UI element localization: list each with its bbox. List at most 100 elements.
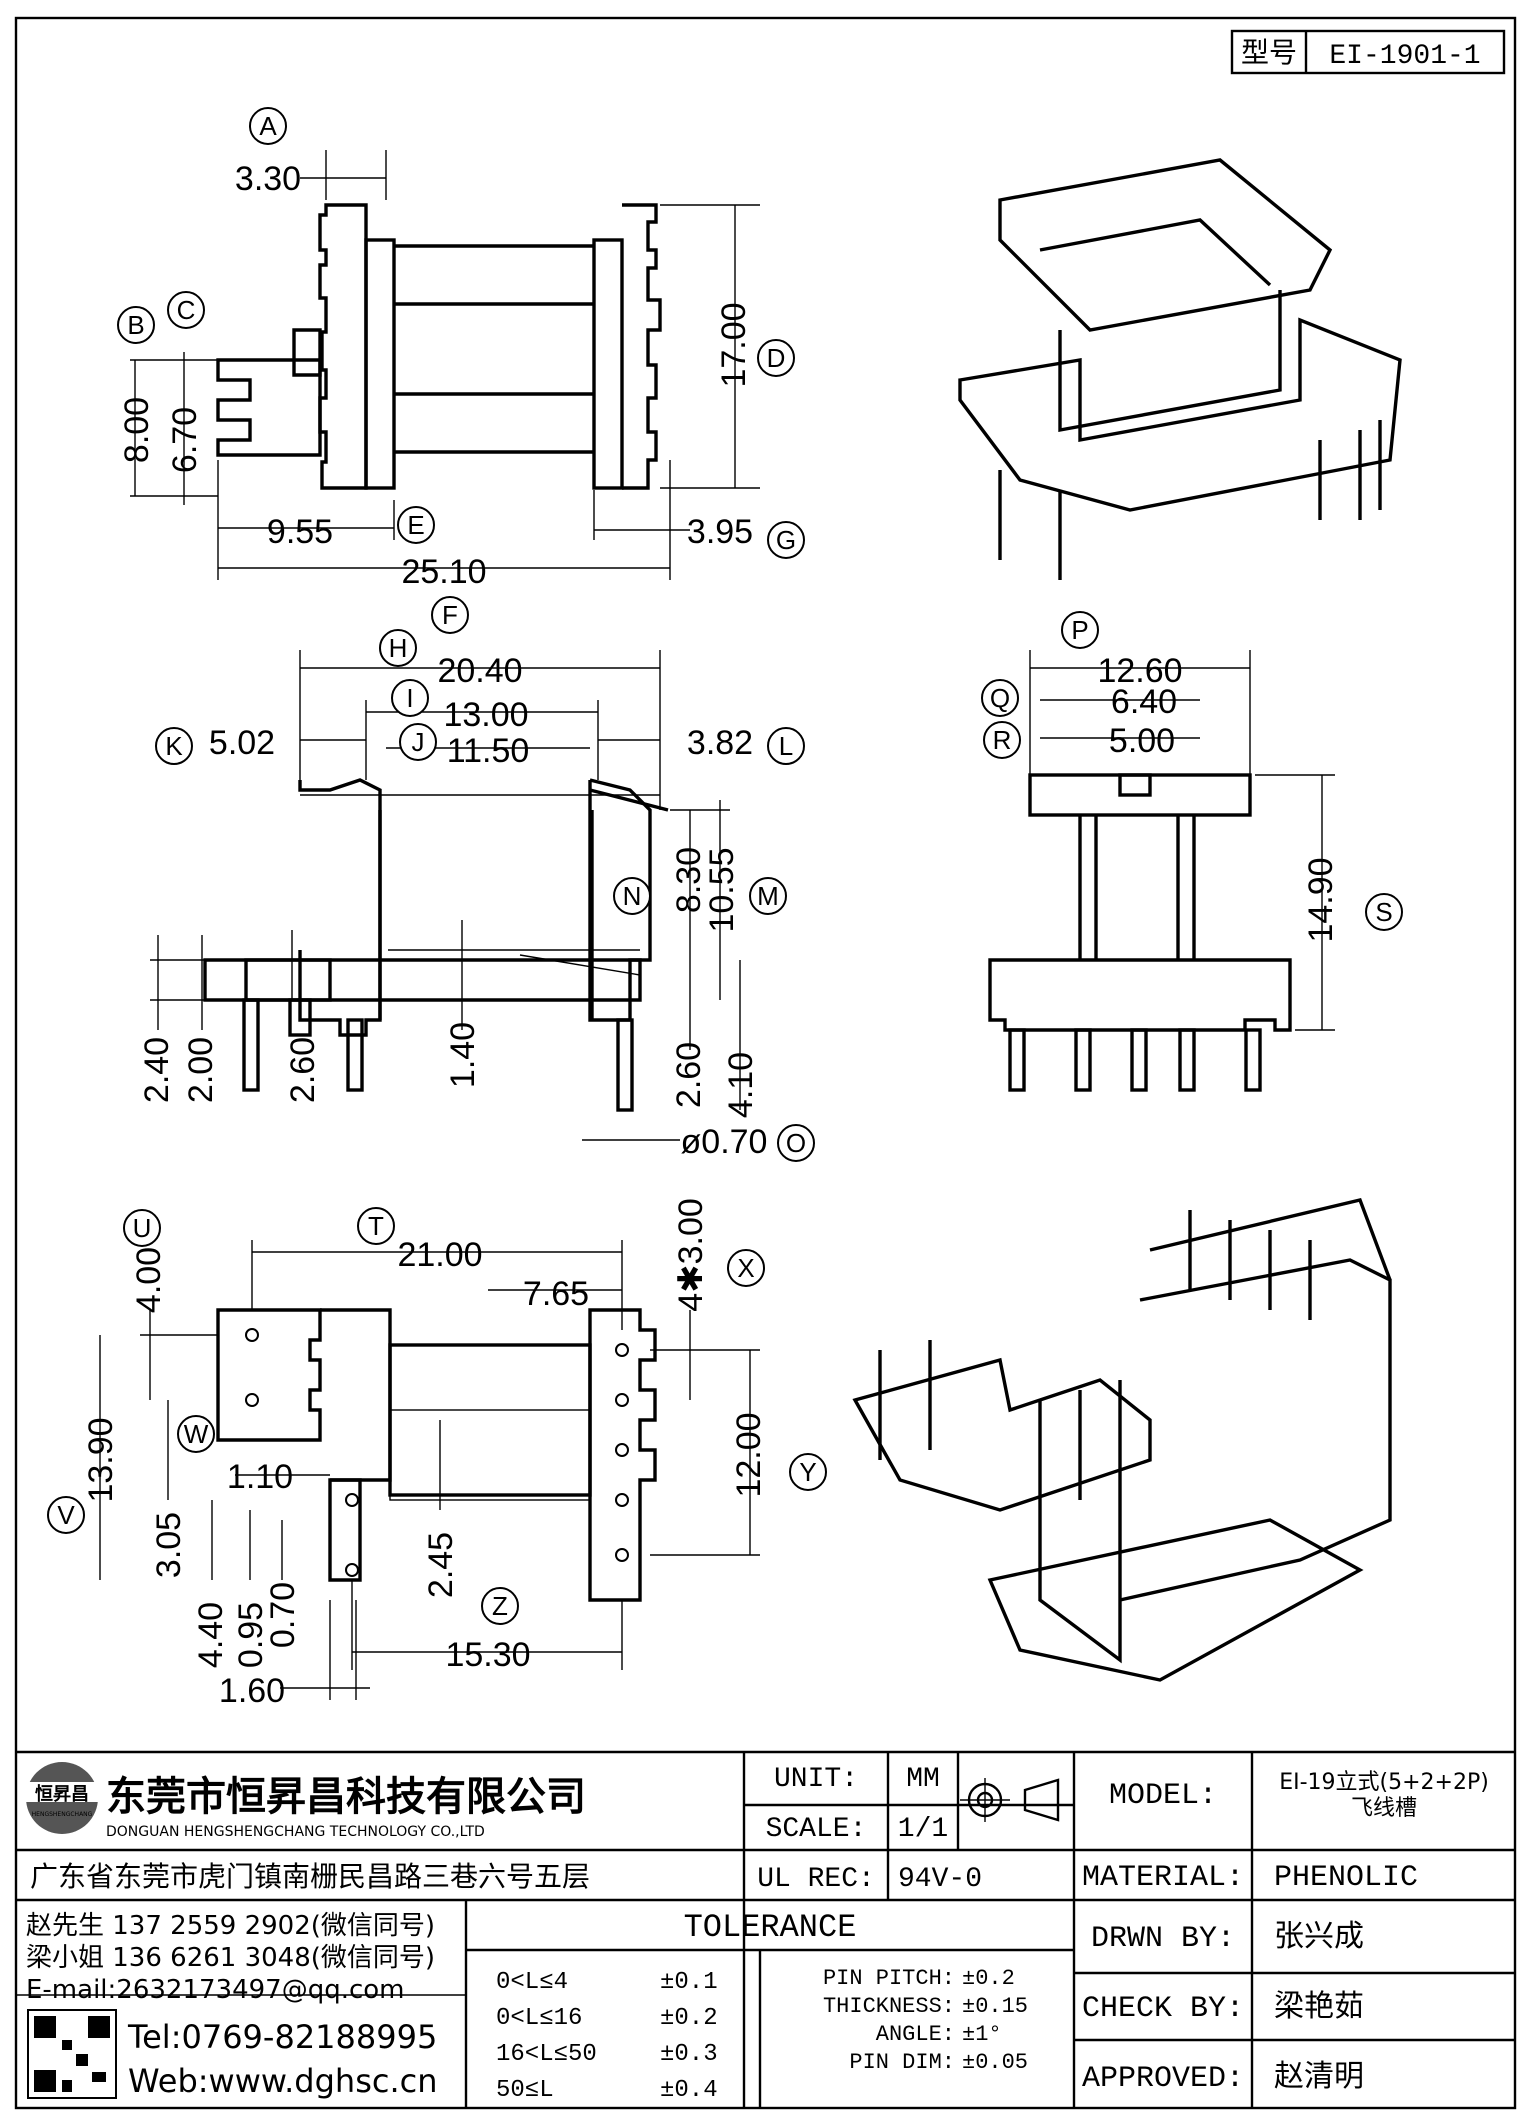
company-name-en: DONGUAN HENGSHENGCHANG TECHNOLOGY CO.,LT… xyxy=(106,1824,485,1840)
title-block xyxy=(16,1750,1515,2108)
dim-side-right1: 2.60 xyxy=(670,1042,708,1108)
circle-label-d-ring xyxy=(757,339,795,377)
circle-label-n-ring xyxy=(613,877,651,915)
ul-rec-label: UL REC: xyxy=(757,1864,875,1895)
dim-b: 8.00 xyxy=(118,397,156,463)
dim-p: 12.60 xyxy=(1097,652,1182,690)
circle-label-k-ring xyxy=(155,727,193,765)
dim-side-right2: 4.10 xyxy=(722,1052,760,1118)
circle-label-y: Y xyxy=(799,1457,816,1487)
circle-label-f-ring xyxy=(431,596,469,634)
dim-n: 8.30 xyxy=(670,847,708,913)
circle-label-r-ring xyxy=(983,721,1021,759)
dim-f: 25.10 xyxy=(401,553,486,591)
ul-rec-value: 94V-0 xyxy=(898,1864,982,1895)
model-box-value: EI-1901-1 xyxy=(1329,41,1480,72)
dim-w: 3.05 xyxy=(150,1512,188,1578)
dim-q: 6.40 xyxy=(1111,683,1177,721)
circle-label-l: L xyxy=(779,731,793,761)
dim-bottom-d5: 0.95 xyxy=(232,1602,270,1668)
circle-label-o-ring xyxy=(777,1124,815,1162)
tolerance-title: TOLERANCE xyxy=(684,1909,857,1946)
qr-code-icon xyxy=(27,2009,117,2099)
material-label: MATERIAL: xyxy=(1082,1861,1244,1895)
dim-o: ø0.70 xyxy=(681,1123,768,1161)
drawing-frame xyxy=(14,16,1517,2110)
dim-u: 4.00 xyxy=(130,1247,168,1313)
material-value: PHENOLIC xyxy=(1274,1861,1418,1895)
tolerance-range-3: 16<L≤50 xyxy=(496,2041,597,2068)
contact-1: 赵先生 137 2559 2902(微信同号) xyxy=(26,1911,435,1941)
logo-subtext: HENGSHENGCHANG xyxy=(32,1811,93,1818)
model-value: EI-19立式(5+2+2P) xyxy=(1279,1770,1489,1795)
dim-k: 5.02 xyxy=(209,724,275,762)
spec-angle-value: ±1° xyxy=(962,2022,1002,2047)
circle-label-f: F xyxy=(442,600,458,630)
top-view: 3.30 17.00 8.00 6.70 9.55 25.10 3.95 xyxy=(118,150,760,591)
circle-label-h-ring xyxy=(379,629,417,667)
dim-j: 11.50 xyxy=(447,732,530,770)
iso-view-top xyxy=(958,158,1402,580)
circle-label-p: P xyxy=(1071,615,1088,645)
circle-label-b: B xyxy=(127,310,144,340)
company-name-cn: 东莞市恒昇昌科技有限公司 xyxy=(106,1774,586,1820)
unit-value: MM xyxy=(906,1764,940,1795)
model-number-box: 型号 EI-1901-1 xyxy=(1230,29,1506,75)
circle-label-d: D xyxy=(767,343,786,373)
dim-d: 17.00 xyxy=(715,302,753,387)
company-web: Web:www.dghsc.cn xyxy=(128,2062,438,2100)
spec-pin-pitch-value: ±0.2 xyxy=(962,1966,1015,1991)
tolerance-range-1: 0<L≤4 xyxy=(496,1969,568,1996)
circle-label-z-ring xyxy=(481,1587,519,1625)
circle-label-w-ring xyxy=(177,1415,215,1453)
dim-a: 3.30 xyxy=(235,160,301,198)
dim-h: 20.40 xyxy=(437,652,522,690)
dim-bottom-d3: 2.45 xyxy=(422,1532,460,1598)
dim-v: 13.90 xyxy=(82,1417,120,1502)
unit-label: UNIT: xyxy=(774,1764,858,1795)
projection-symbol-icon xyxy=(960,1778,1060,1822)
circle-label-x: X xyxy=(737,1253,754,1283)
circle-label-r: R xyxy=(993,725,1012,755)
circle-label-h: H xyxy=(389,633,408,663)
circle-label-e: E xyxy=(407,510,424,540)
circle-label-b-ring xyxy=(117,306,155,344)
tolerance-range-2: 0<L≤16 xyxy=(496,2005,582,2032)
scale-value: 1/1 xyxy=(898,1814,948,1845)
circle-label-t-ring xyxy=(357,1207,395,1245)
circle-label-u: U xyxy=(133,1213,152,1243)
circle-label-t: T xyxy=(368,1211,384,1241)
circle-label-m: M xyxy=(757,881,779,911)
dim-bottom-d6: 0.70 xyxy=(264,1582,302,1648)
bottom-view: 21.00 7.65 4.00 13.90 3.05 1.10 2.45 4✱3… xyxy=(82,1198,768,1710)
circle-label-j-ring xyxy=(399,723,437,761)
dim-s: 14.90 xyxy=(1302,857,1340,942)
circle-label-x-ring xyxy=(727,1249,765,1287)
circle-label-c: C xyxy=(177,295,196,325)
dim-c: 6.70 xyxy=(166,407,204,473)
check-by-value: 梁艳茹 xyxy=(1274,1989,1364,2024)
dim-bottom-d2: 1.10 xyxy=(227,1458,293,1496)
iso-view-bottom xyxy=(852,1197,1392,1682)
circle-label-q: Q xyxy=(990,683,1010,713)
circle-label-v-ring xyxy=(47,1496,85,1534)
circle-label-e-ring xyxy=(397,506,435,544)
circle-label-m-ring xyxy=(749,877,787,915)
circle-label-j: J xyxy=(412,727,425,757)
spec-pin-dim-value: ±0.05 xyxy=(962,2050,1028,2075)
model-label: MODEL: xyxy=(1109,1779,1217,1813)
spec-pin-dim-label: PIN DIM: xyxy=(849,2050,955,2075)
dim-l: 3.82 xyxy=(687,724,753,762)
tolerance-value-3: ±0.3 xyxy=(660,2041,718,2068)
spec-thickness-value: ±0.15 xyxy=(962,1994,1028,2019)
logo-text: 恒昇昌 xyxy=(35,1783,89,1805)
circle-label-p-ring xyxy=(1061,611,1099,649)
circle-label-y-ring xyxy=(789,1453,827,1491)
dim-bottom-d4: 4.40 xyxy=(192,1602,230,1668)
dim-side-left2: 2.00 xyxy=(182,1037,220,1103)
tolerance-value-1: ±0.1 xyxy=(660,1969,718,1996)
contact-email: E-mail:2632173497@qq.com xyxy=(26,1975,405,2005)
circle-label-z: Z xyxy=(492,1591,508,1621)
